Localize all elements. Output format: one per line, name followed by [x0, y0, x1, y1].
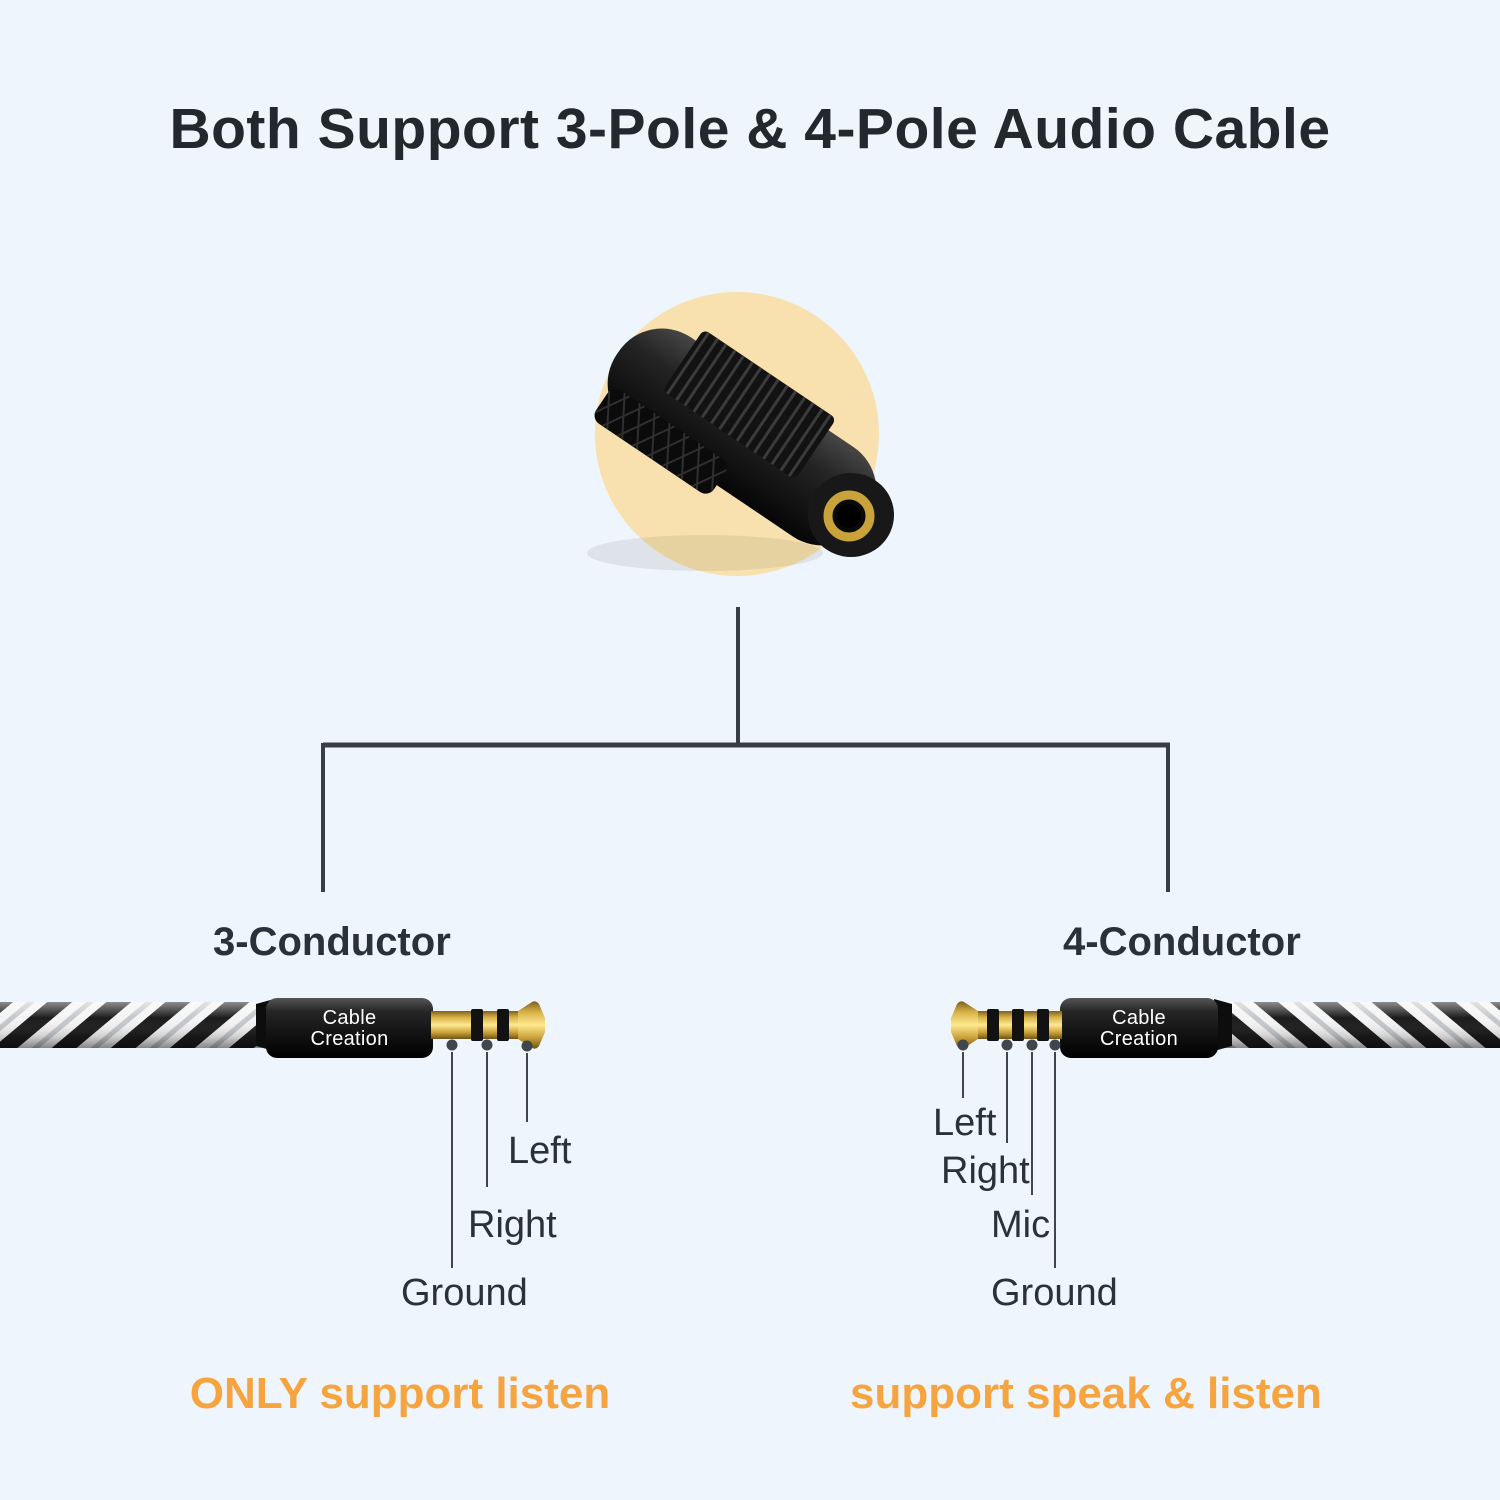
callout-dot — [1026, 1039, 1038, 1051]
brand-line1: Cable — [1112, 1006, 1166, 1029]
strain-relief-right — [1214, 999, 1232, 1051]
separator-ring — [1037, 1009, 1049, 1041]
pin-label-left-left: Left — [508, 1130, 572, 1172]
page-title: Both Support 3-Pole & 4-Pole Audio Cable — [169, 97, 1331, 161]
separator-ring — [471, 1009, 483, 1041]
jack-tip — [951, 1001, 978, 1049]
pin-label-right-ground: Ground — [991, 1272, 1118, 1314]
callout-dot — [481, 1039, 493, 1051]
adapter-shadow — [587, 535, 823, 571]
jack-tip — [518, 1001, 545, 1049]
callout-dot — [957, 1039, 969, 1051]
pin-label-right-right: Right — [941, 1150, 1030, 1192]
jack-3-pole — [431, 1001, 545, 1049]
brand-line2: Creation — [310, 1028, 389, 1050]
callout-dot — [1049, 1039, 1061, 1051]
separator-ring — [987, 1009, 999, 1041]
label-3-conductor: 3-Conductor — [213, 920, 451, 964]
callout-dot — [1001, 1039, 1013, 1051]
separator-ring — [497, 1009, 509, 1041]
brand-text-left: Cable Creation — [266, 1000, 433, 1058]
plug-body-right — [1060, 998, 1218, 1058]
plug-body-left — [266, 998, 433, 1058]
brand-line2: Creation — [1100, 1028, 1178, 1050]
callouts-right — [957, 1039, 1061, 1268]
separator-ring — [1012, 1009, 1024, 1041]
callout-dot — [521, 1040, 533, 1052]
brand-line1: Cable — [322, 1006, 377, 1029]
callout-dot — [446, 1039, 458, 1051]
caption-4-conductor: support speak & listen — [850, 1369, 1322, 1418]
pin-label-left-right: Right — [468, 1204, 557, 1246]
pin-label-right-mic: Mic — [991, 1204, 1051, 1246]
cable-3-conductor — [0, 998, 545, 1268]
cable-4-conductor — [951, 998, 1500, 1268]
tree-connector-lines — [321, 607, 1170, 892]
brand-text-right: Cable Creation — [1060, 1000, 1218, 1058]
callouts-left — [446, 1039, 533, 1268]
jack-4-pole — [951, 1001, 1062, 1049]
label-4-conductor: 4-Conductor — [1063, 920, 1301, 964]
adapter-illustration — [587, 292, 894, 576]
adapter-ribbed-collar — [664, 329, 835, 480]
pin-label-right-left: Left — [933, 1102, 997, 1144]
pin-label-left-ground: Ground — [401, 1272, 528, 1314]
adapter-socket-hole — [837, 504, 861, 528]
caption-3-conductor: ONLY support listen — [189, 1369, 611, 1418]
